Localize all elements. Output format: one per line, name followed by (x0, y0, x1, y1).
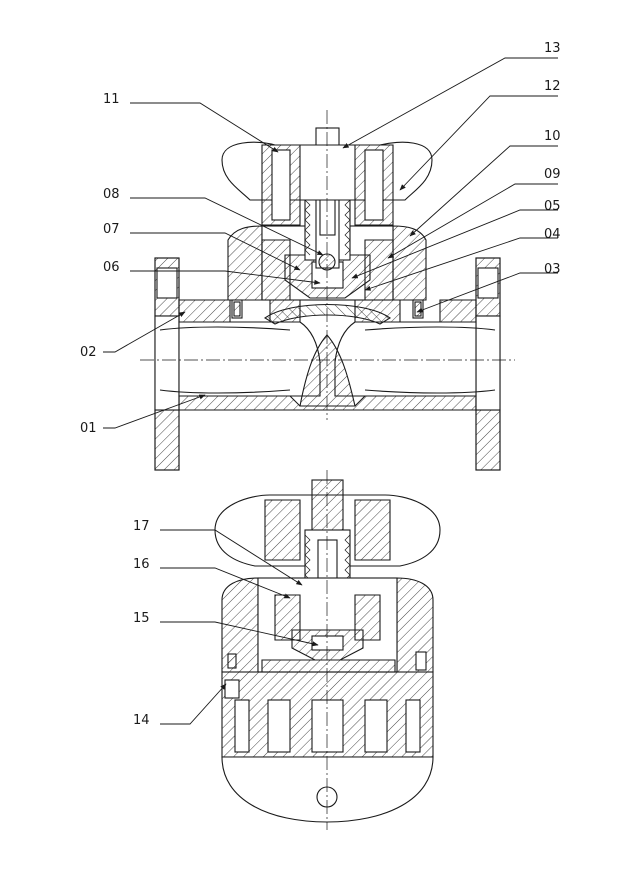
label-04: 04 (544, 227, 561, 242)
label-14: 14 (133, 713, 150, 728)
leader-01 (103, 394, 206, 429)
leader-05 (351, 209, 558, 279)
label-03: 03 (544, 262, 561, 277)
label-09: 09 (544, 167, 561, 182)
leader-03 (416, 272, 558, 313)
label-17: 17 (133, 519, 150, 534)
label-02: 02 (80, 345, 97, 360)
leader-14 (160, 683, 227, 725)
leader-12 (399, 95, 558, 191)
leader-09 (387, 183, 558, 259)
label-15: 15 (133, 611, 150, 626)
lower-valve-section (214, 470, 441, 830)
label-05: 05 (544, 199, 561, 214)
label-01: 01 (80, 421, 97, 436)
label-08: 08 (103, 187, 120, 202)
valve-body (159, 299, 496, 411)
lower-bonnet (221, 577, 434, 673)
leader-10 (409, 145, 558, 237)
leader-04 (364, 237, 558, 291)
leader-06 (130, 270, 321, 285)
leader-15 (160, 621, 319, 647)
label-12: 12 (544, 79, 561, 94)
leader-13 (342, 57, 558, 149)
lower-compressor (291, 629, 364, 661)
leader-08 (130, 197, 324, 256)
label-16: 16 (133, 557, 150, 572)
label-13: 13 (544, 41, 561, 56)
leader-11 (130, 102, 279, 153)
callouts: 13 12 11 10 09 08 05 07 04 06 03 02 (80, 41, 561, 728)
upper-valve-section (140, 110, 515, 471)
leader-17 (160, 529, 303, 586)
lower-body (221, 651, 434, 823)
label-10: 10 (544, 129, 561, 144)
leader-07 (130, 232, 301, 271)
label-07: 07 (103, 222, 120, 237)
label-11: 11 (103, 92, 120, 107)
leader-16 (160, 567, 291, 599)
label-06: 06 (103, 260, 120, 275)
leader-02 (103, 311, 186, 353)
diaphragm (263, 303, 392, 325)
right-bolt-hole (477, 267, 499, 299)
left-bolt-hole (156, 267, 178, 299)
